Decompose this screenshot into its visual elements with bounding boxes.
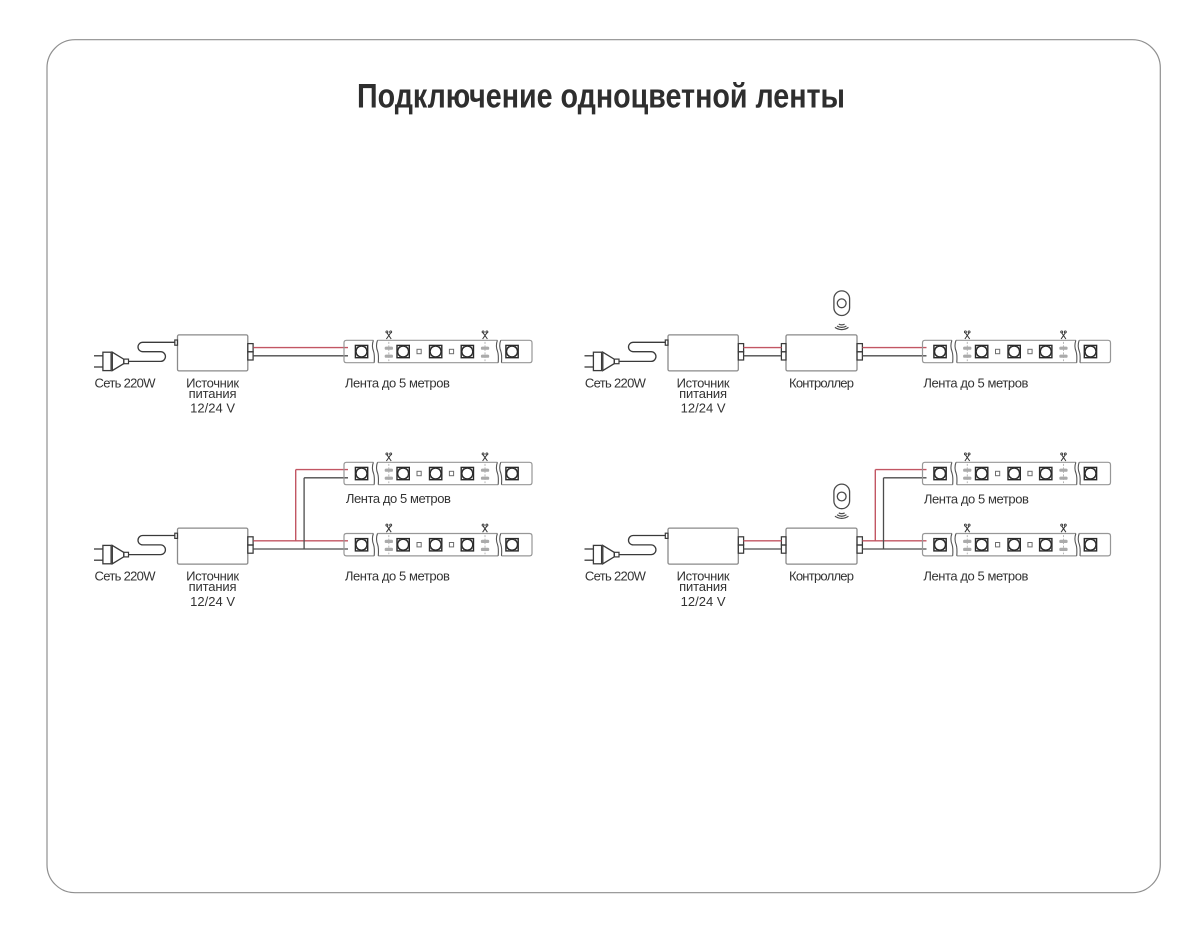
svg-text:Источник: Источник xyxy=(677,375,730,390)
svg-text:Источник: Источник xyxy=(186,569,239,584)
svg-text:12/24 V: 12/24 V xyxy=(681,401,726,416)
svg-text:Лента до 5 метров: Лента до 5 метров xyxy=(345,569,450,584)
svg-text:12/24 V: 12/24 V xyxy=(190,594,235,609)
svg-text:Сеть 220W: Сеть 220W xyxy=(585,375,647,390)
svg-text:Сеть 220W: Сеть 220W xyxy=(95,375,157,390)
svg-text:Контроллер: Контроллер xyxy=(789,375,854,390)
svg-text:питания: питания xyxy=(679,386,727,401)
svg-text:12/24 V: 12/24 V xyxy=(681,594,726,609)
svg-text:питания: питания xyxy=(189,386,237,401)
svg-text:Подключение одноцветной ленты: Подключение одноцветной ленты xyxy=(357,78,845,116)
svg-text:Лента до 5 метров: Лента до 5 метров xyxy=(923,375,1028,390)
svg-text:12/24 V: 12/24 V xyxy=(190,401,235,416)
svg-text:Лента до 5 метров: Лента до 5 метров xyxy=(924,491,1029,506)
svg-text:Источник: Источник xyxy=(186,375,239,390)
svg-text:Лента до 5 метров: Лента до 5 метров xyxy=(346,491,451,506)
svg-text:Лента до 5 метров: Лента до 5 метров xyxy=(923,569,1028,584)
svg-text:Контроллер: Контроллер xyxy=(789,569,854,584)
svg-text:питания: питания xyxy=(189,579,237,594)
svg-text:питания: питания xyxy=(679,579,727,594)
svg-text:Сеть 220W: Сеть 220W xyxy=(95,569,157,584)
svg-text:Источник: Источник xyxy=(677,569,730,584)
svg-text:Лента до 5 метров: Лента до 5 метров xyxy=(345,375,450,390)
svg-text:Сеть 220W: Сеть 220W xyxy=(585,569,647,584)
